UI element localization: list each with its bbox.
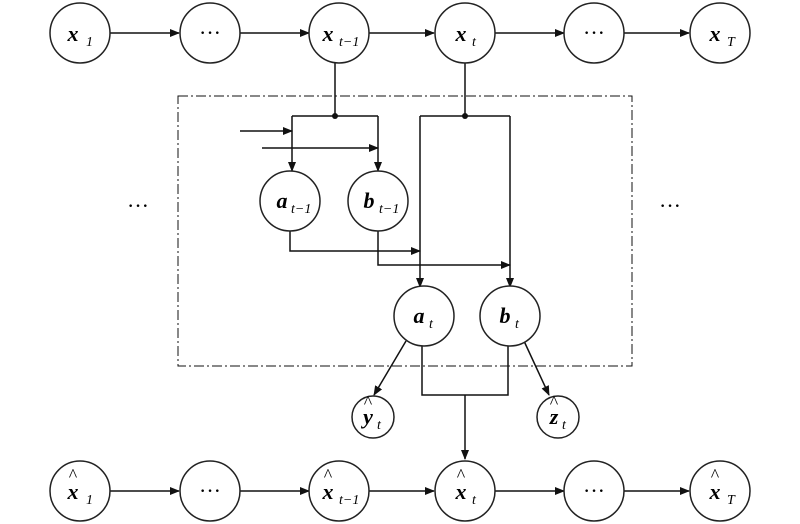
x-t-feed-lines xyxy=(416,63,514,288)
svg-text:a: a xyxy=(414,303,425,328)
left-ellipsis: ··· xyxy=(127,193,149,218)
top-node-x-t: x t xyxy=(434,2,496,64)
svg-text:···: ··· xyxy=(583,478,605,503)
svg-text:a: a xyxy=(277,188,288,213)
svg-text:t: t xyxy=(377,418,382,433)
bottom-node-x-hat-t-minus-1: ^ x t−1 xyxy=(308,460,370,522)
bottom-node-ellipsis-1: ··· xyxy=(179,460,241,522)
svg-text:z: z xyxy=(549,404,559,429)
x-prev-feed-lines xyxy=(240,63,382,172)
recurrent-state-lines xyxy=(289,231,511,269)
svg-text:^: ^ xyxy=(711,465,720,485)
node-a-t-minus-1: a t−1 xyxy=(259,170,321,232)
svg-text:t: t xyxy=(562,418,567,433)
svg-text:x: x xyxy=(322,479,334,504)
svg-text:t−1: t−1 xyxy=(339,493,359,508)
bottom-node-ellipsis-2: ··· xyxy=(563,460,625,522)
top-node-x1: x 1 xyxy=(49,2,111,64)
svg-text:x: x xyxy=(67,21,79,46)
svg-text:x: x xyxy=(709,21,721,46)
node-b-t: b t xyxy=(479,285,541,347)
svg-text:x: x xyxy=(67,479,79,504)
svg-text:b: b xyxy=(364,188,375,213)
top-node-ellipsis-2: ··· xyxy=(563,2,625,64)
svg-text:···: ··· xyxy=(583,20,605,45)
svg-text:t−1: t−1 xyxy=(291,202,311,217)
recurrent-cell-box xyxy=(177,95,633,367)
svg-text:···: ··· xyxy=(199,20,221,45)
svg-text:t−1: t−1 xyxy=(339,35,359,50)
node-a-t: a t xyxy=(393,285,455,347)
right-ellipsis: ··· xyxy=(659,193,681,218)
bottom-node-x-hat-1: ^ x 1 xyxy=(49,460,111,522)
svg-text:y: y xyxy=(360,404,373,429)
svg-text:^: ^ xyxy=(69,465,78,485)
svg-text:^: ^ xyxy=(324,465,333,485)
bottom-node-x-hat-t: ^ x t xyxy=(434,460,496,522)
svg-text:···: ··· xyxy=(199,478,221,503)
svg-text:x: x xyxy=(455,479,467,504)
svg-text:^: ^ xyxy=(457,465,466,485)
output-lines xyxy=(373,340,550,460)
svg-text:t: t xyxy=(472,35,477,50)
svg-text:^: ^ xyxy=(364,392,373,412)
top-node-x-t-minus-1: x t−1 xyxy=(308,2,370,64)
top-node-ellipsis-1: ··· xyxy=(179,2,241,64)
svg-text:t−1: t−1 xyxy=(379,202,399,217)
node-y-hat: ^ y t xyxy=(351,392,395,439)
svg-text:x: x xyxy=(455,21,467,46)
svg-text:1: 1 xyxy=(86,493,93,508)
svg-text:T: T xyxy=(727,493,736,508)
svg-text:x: x xyxy=(709,479,721,504)
bottom-node-x-hat-T: ^ x T xyxy=(689,460,751,522)
svg-text:T: T xyxy=(727,35,736,50)
top-node-x-T: x T xyxy=(689,2,751,64)
svg-text:t: t xyxy=(429,317,434,332)
node-b-t-minus-1: b t−1 xyxy=(347,170,409,232)
svg-text:1: 1 xyxy=(86,35,93,50)
svg-text:b: b xyxy=(500,303,511,328)
svg-text:x: x xyxy=(322,21,334,46)
svg-text:t: t xyxy=(515,317,520,332)
node-z-hat: ^ z t xyxy=(536,392,580,439)
svg-text:^: ^ xyxy=(550,392,559,412)
svg-text:t: t xyxy=(472,493,477,508)
